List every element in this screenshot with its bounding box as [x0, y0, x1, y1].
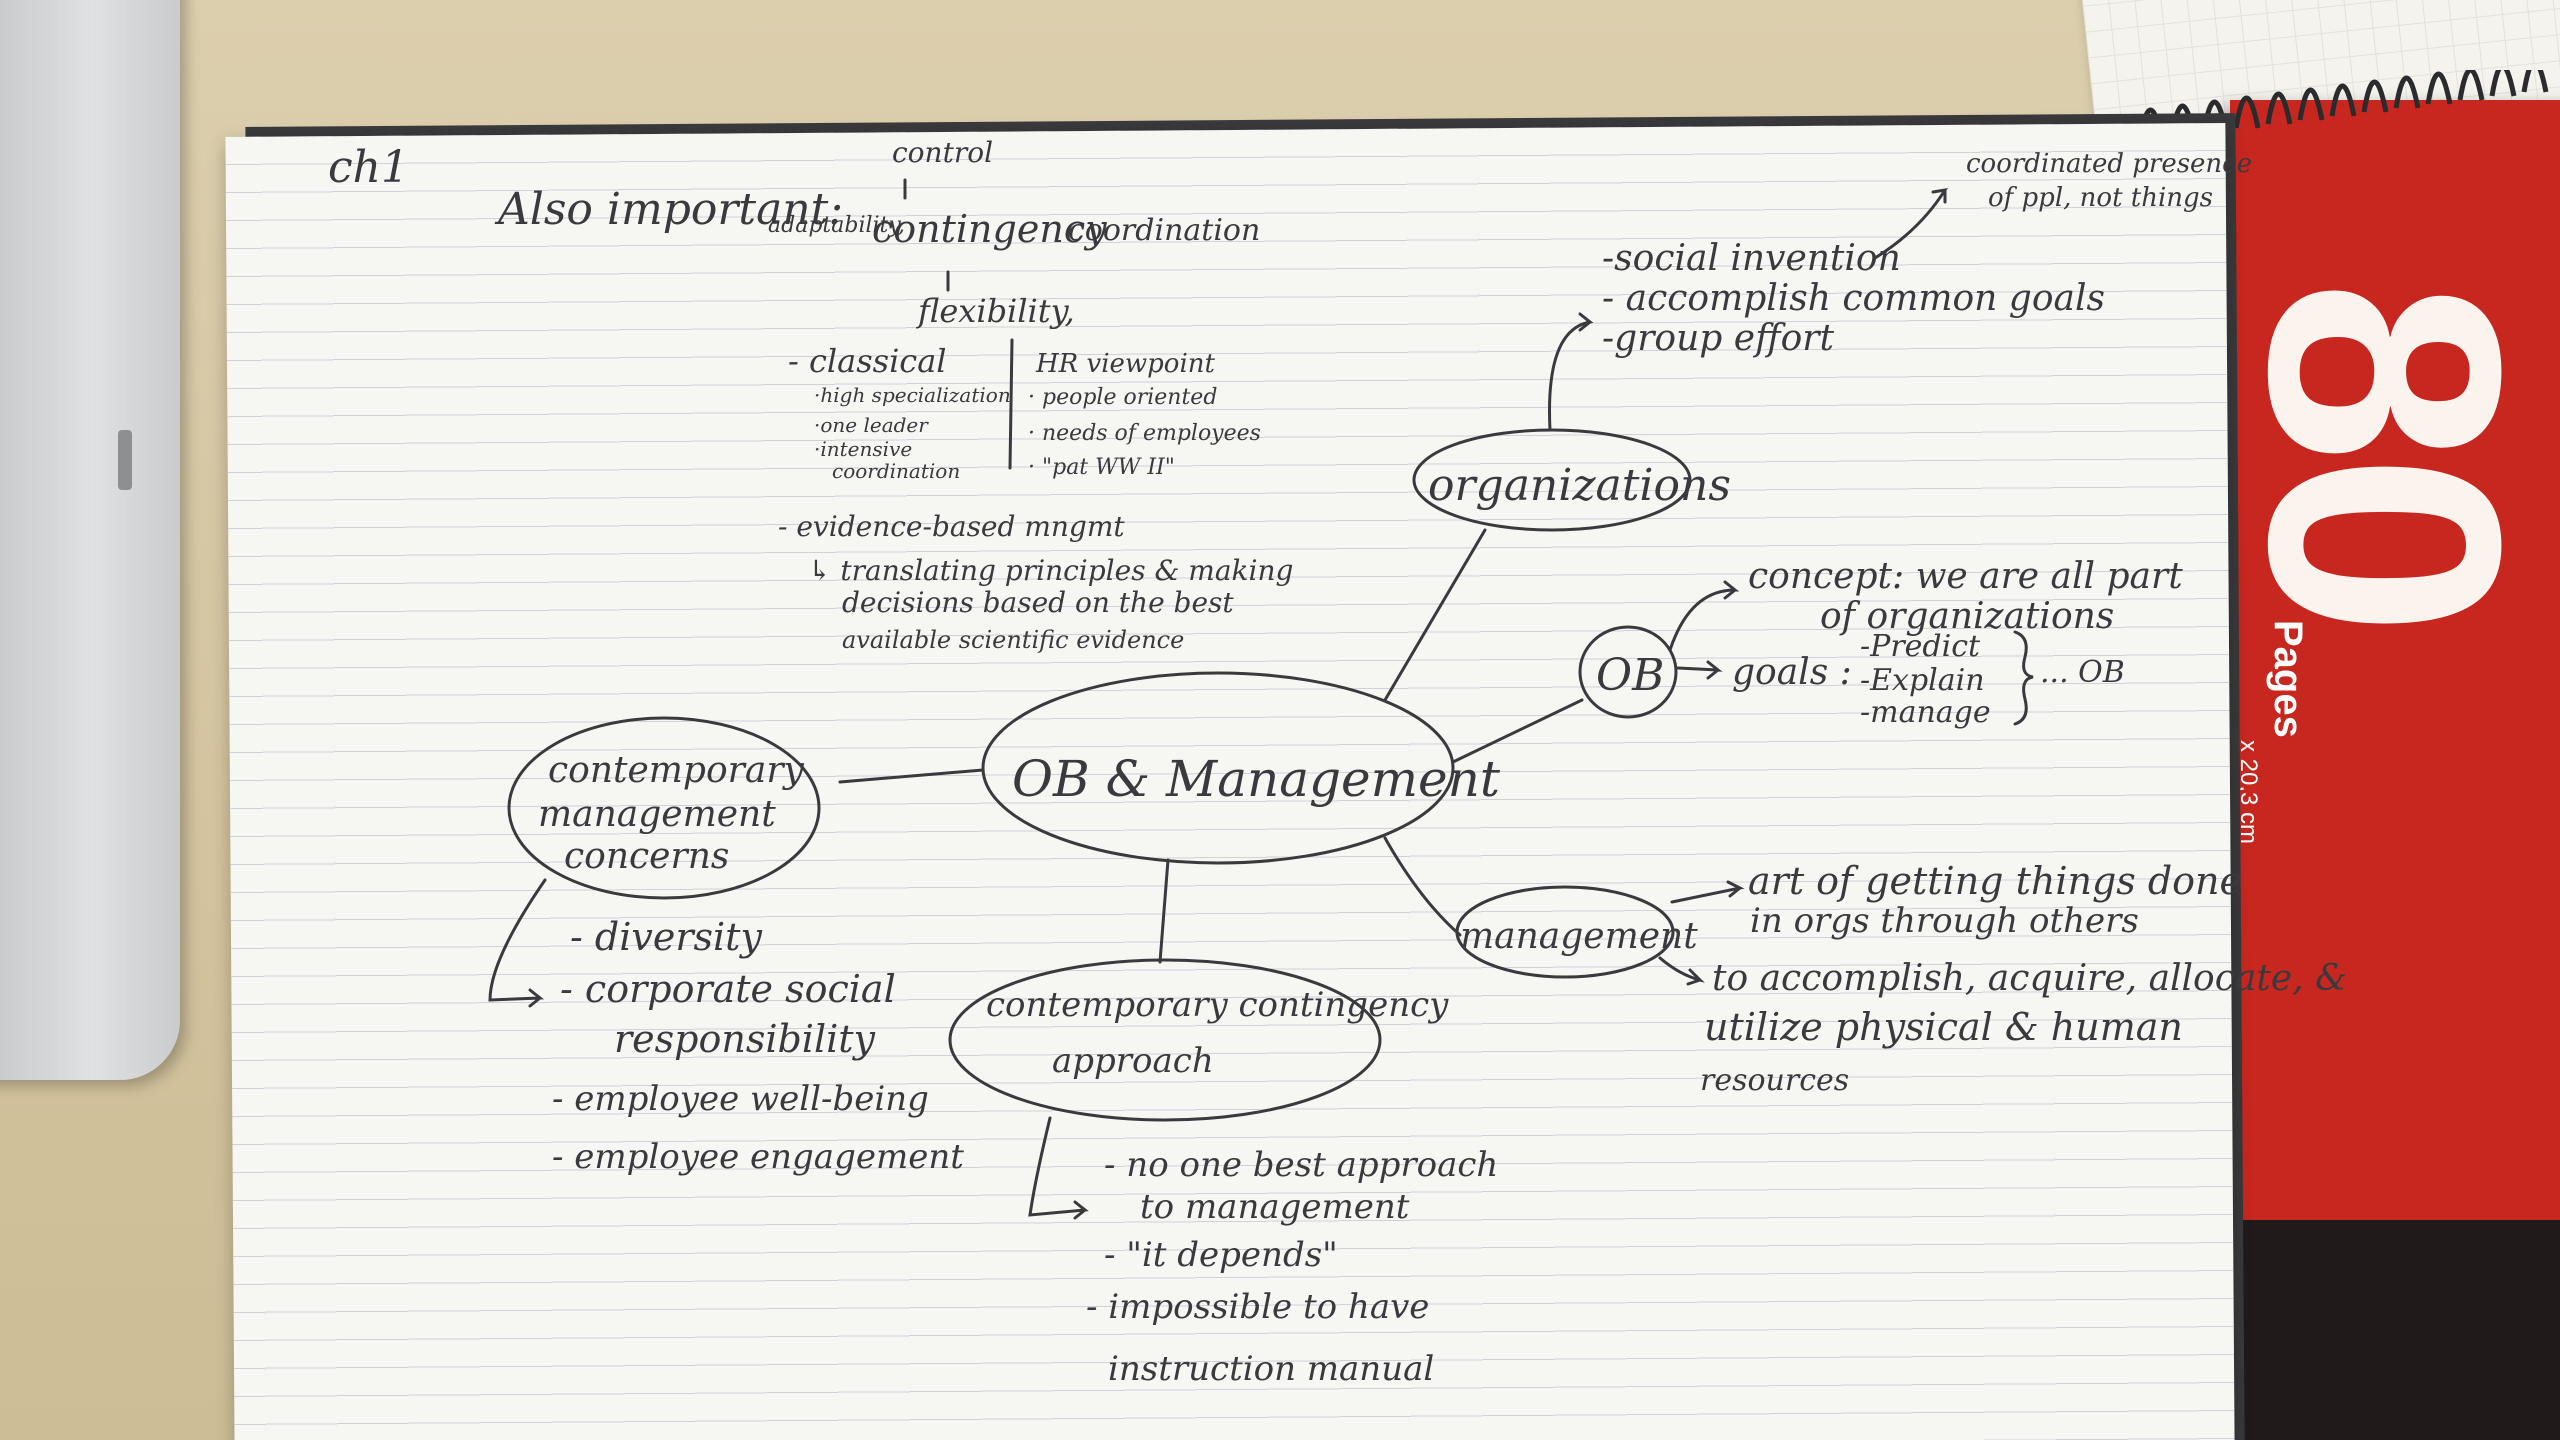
ob-concept: concept: we are all part	[1748, 556, 2183, 597]
contingency-item: - "it depends"	[1104, 1235, 1338, 1275]
arrow-ob-concept	[1668, 580, 1740, 652]
edge-organizations	[1383, 528, 1487, 702]
classical-item: ·high specialization	[814, 383, 1011, 407]
handwritten-notes: ch1 Also important: adaptability, contro…	[328, 136, 2347, 1389]
divider-classical-hr	[1008, 338, 1014, 470]
arrow-ob-goals	[1676, 660, 1723, 680]
notebook-dark-band	[2230, 1220, 2560, 1440]
ob-goal-item: -Explain	[1860, 663, 1985, 698]
classical-item: ·intensive	[814, 437, 912, 461]
arrow-contingency-list	[1028, 1116, 1089, 1220]
evidence-line: decisions based on the best	[842, 586, 1234, 619]
edge-management	[1383, 836, 1462, 937]
ob-goal-tail: ... OB	[2040, 655, 2125, 690]
ob-goal-item: -Predict	[1860, 629, 1981, 664]
contingency-item: instruction manual	[1108, 1349, 1434, 1389]
org-item: -group effort	[1602, 318, 1834, 359]
control-word: control	[892, 136, 993, 169]
concern-item: - corporate social	[560, 967, 896, 1011]
edge-ob	[1451, 698, 1584, 764]
node-contingency	[948, 958, 1382, 1122]
contingency-item: - no one best approach	[1104, 1145, 1498, 1185]
goals-brace	[2013, 630, 2034, 726]
flexibility-word: flexibility,	[916, 292, 1075, 330]
ob-concept: of organizations	[1820, 596, 2114, 637]
arrow-social-note	[1873, 187, 1949, 260]
classical-item: coordination	[832, 459, 960, 483]
concerns-label: management	[538, 794, 776, 835]
mgmt-def1: art of getting things done	[1748, 859, 2242, 903]
ob-label: OB	[1596, 650, 1664, 701]
classical-heading: - classical	[788, 342, 947, 380]
classical-item: ·one leader	[814, 413, 929, 437]
evidence-heading: - evidence-based mngmt	[778, 510, 1125, 543]
ob-goal-item: -manage	[1860, 695, 1991, 730]
evidence-line: ↳ translating principles & making	[808, 554, 1293, 587]
evidence-line: available scientific evidence	[842, 626, 1184, 654]
edge-concerns	[838, 768, 985, 784]
edge-contingency	[1158, 858, 1170, 964]
org-note: coordinated presence	[1966, 149, 2252, 179]
concerns-label: concerns	[564, 836, 729, 877]
concern-item: responsibility	[614, 1017, 876, 1061]
node-concerns	[507, 716, 821, 900]
node-organizations	[1412, 428, 1692, 532]
management-label: management	[1460, 916, 1698, 957]
arrow-mgmt-def2	[1658, 956, 1705, 986]
mgmt-def2: utilize physical & human	[1704, 1005, 2183, 1049]
ob-goals: goals :	[1732, 652, 1852, 693]
hr-item: · people oriented	[1028, 385, 1217, 410]
contingency-item: to management	[1140, 1187, 1410, 1227]
contingency-node-label: contemporary contingency	[986, 985, 1449, 1025]
hr-heading: HR viewpoint	[1035, 349, 1216, 379]
mgmt-def2: resources	[1700, 1063, 1849, 1098]
contingency-word: contingency	[872, 207, 1107, 251]
chapter-label: ch1	[328, 142, 409, 193]
arrow-mgmt-def1	[1670, 880, 1745, 904]
adaptability-word: adaptability,	[768, 213, 905, 238]
coordination-word: coordination	[1068, 213, 1260, 248]
hr-item: · "pat WW II"	[1028, 455, 1175, 480]
node-ob	[1578, 625, 1678, 719]
arrow-concerns-list	[488, 878, 547, 1008]
arrow-org-list	[1548, 312, 1594, 432]
mgmt-def1: in orgs through others	[1750, 901, 2139, 941]
mgmt-def2: to accomplish, acquire, allocate, &	[1712, 958, 2347, 999]
concern-item: - employee well-being	[552, 1079, 929, 1119]
concern-item: - diversity	[570, 915, 762, 959]
node-ob-management	[981, 671, 1455, 865]
also-important: Also important:	[494, 184, 843, 235]
hr-item: · needs of employees	[1028, 421, 1261, 446]
org-item: - accomplish common goals	[1602, 278, 2105, 319]
org-note: of ppl, not things	[1988, 183, 2213, 213]
contingency-item: - impossible to have	[1086, 1287, 1429, 1327]
concerns-label: contemporary	[548, 750, 805, 791]
org-item: -social invention	[1602, 238, 1901, 279]
contingency-node-label: approach	[1052, 1041, 1214, 1081]
concern-item: - employee engagement	[552, 1137, 964, 1177]
organizations-label: organizations	[1428, 460, 1731, 511]
red-notebook	[2230, 100, 2560, 1440]
laptop-port	[118, 430, 132, 490]
center-label: OB & Management	[1012, 750, 1501, 808]
laptop-edge	[0, 0, 180, 1080]
